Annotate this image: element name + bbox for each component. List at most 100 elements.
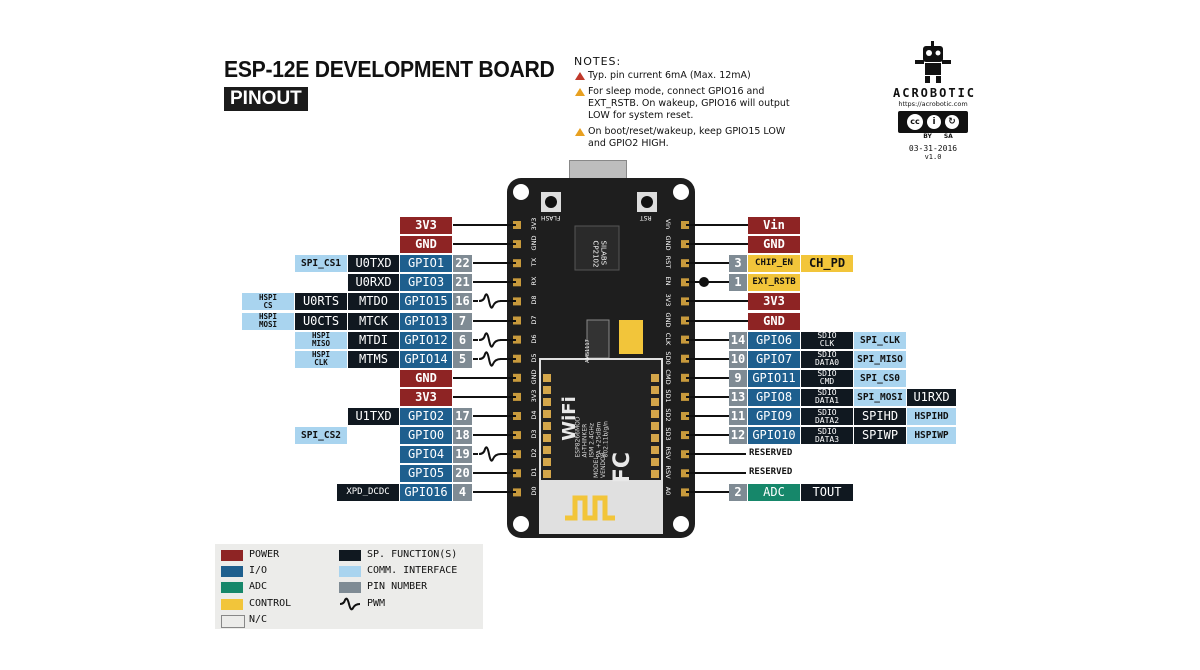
gpio-label: GPIO4 bbox=[400, 446, 452, 464]
pin-number: 16 bbox=[453, 293, 472, 311]
special-function-label: U0CTS bbox=[295, 312, 347, 330]
silk-label: D6 bbox=[530, 334, 538, 344]
silk-label: A0 bbox=[664, 487, 672, 496]
attribution-icon: i bbox=[927, 115, 941, 129]
pwm-icon bbox=[478, 293, 502, 310]
silk-label: RX bbox=[530, 276, 538, 286]
warning-icon bbox=[575, 88, 585, 96]
legend-label: COMM. INTERFACE bbox=[367, 565, 458, 577]
header-pin bbox=[681, 431, 689, 440]
pin-line bbox=[500, 357, 516, 360]
silk-label: D1 bbox=[530, 467, 538, 477]
diagram-title: ESP-12E DEVELOPMENT BOARD bbox=[224, 56, 555, 82]
gpio-label: GPIO12 bbox=[400, 331, 452, 349]
legend-label: I/O bbox=[249, 565, 268, 577]
header-pin bbox=[513, 469, 521, 478]
special-function-label: U1TXD bbox=[348, 408, 399, 425]
notes-heading: NOTES: bbox=[574, 55, 622, 68]
module-pad bbox=[543, 422, 551, 430]
module-pad bbox=[543, 398, 551, 406]
license-by: BY bbox=[923, 133, 932, 140]
silk-label: SD1 bbox=[664, 389, 672, 403]
brand-url: https://acrobotic.com bbox=[898, 100, 968, 108]
special-function-label: MTDO bbox=[348, 293, 399, 311]
legend-label: POWER bbox=[249, 549, 280, 560]
silk-label: GND bbox=[664, 235, 672, 251]
silk-label: RSV bbox=[664, 465, 672, 479]
legend-swatch bbox=[221, 598, 243, 610]
pin-number: 4 bbox=[453, 484, 472, 502]
pin-number: 7 bbox=[453, 312, 472, 330]
silk-label: GND bbox=[664, 312, 672, 327]
flash-button-label: FLASH bbox=[541, 214, 561, 221]
pin-line bbox=[473, 357, 478, 360]
pin-line bbox=[473, 319, 516, 322]
power-label: GND bbox=[400, 369, 452, 387]
module-pad bbox=[543, 410, 551, 418]
special-function-label: MTMS bbox=[348, 350, 399, 368]
power-label: 3V3 bbox=[748, 293, 800, 311]
module-pad bbox=[651, 398, 659, 406]
pin-line bbox=[686, 376, 729, 379]
legend-swatch bbox=[339, 582, 361, 594]
acrobotic-logo: ACROBOTIC https://acrobotic.com cc i ↻ B… bbox=[893, 40, 974, 161]
legend-swatch bbox=[221, 550, 243, 561]
special-function-label: SPIWP bbox=[854, 427, 906, 445]
special-function-label: MTDI bbox=[348, 331, 399, 349]
silk-label: 3V3 bbox=[530, 217, 538, 231]
legend-swatch bbox=[221, 614, 245, 628]
header-pin bbox=[513, 221, 521, 229]
special-function-label: U0RXD bbox=[348, 274, 399, 292]
legend-label: SP. FUNCTION(S) bbox=[367, 549, 458, 560]
header-pin bbox=[681, 450, 689, 459]
pin-line bbox=[686, 395, 729, 398]
pin-line bbox=[473, 434, 516, 437]
gpio-label: GPIO0 bbox=[400, 427, 452, 445]
legend-label: N/C bbox=[249, 613, 268, 625]
power-label: 3V3 bbox=[400, 388, 452, 406]
pin-number: 5 bbox=[453, 350, 472, 368]
pin-number: 20 bbox=[453, 465, 472, 483]
license-sa: SA bbox=[943, 133, 953, 140]
module-pad bbox=[543, 434, 551, 442]
pin-line bbox=[453, 224, 516, 226]
header-pin bbox=[681, 354, 689, 363]
pin-line bbox=[500, 338, 516, 341]
notes-panel: NOTES: Typ. pin current 6mA (Max. 12mA) … bbox=[574, 56, 804, 154]
pin-number: 13 bbox=[729, 388, 747, 406]
header-pin bbox=[513, 316, 521, 325]
pin-number: 6 bbox=[453, 331, 472, 349]
comm-interface-label: SPI_CS1 bbox=[295, 255, 347, 273]
silk-label: RSV bbox=[664, 446, 672, 460]
module-pad bbox=[543, 470, 551, 478]
header-pin bbox=[513, 335, 521, 344]
silk-label: EN bbox=[664, 276, 672, 286]
gpio-label: GPIO6 bbox=[748, 331, 800, 349]
pin-line bbox=[686, 224, 748, 226]
pin-line bbox=[686, 262, 729, 265]
pwm-icon bbox=[339, 597, 361, 610]
header-pin bbox=[681, 316, 689, 325]
pin-number: 17 bbox=[453, 408, 472, 425]
header-pin bbox=[681, 259, 689, 268]
pin-number: 10 bbox=[729, 350, 747, 368]
module-pad bbox=[651, 446, 659, 454]
comm-interface-label: HSPIWP bbox=[907, 427, 956, 445]
gpio-label: GPIO9 bbox=[748, 408, 800, 425]
legend-label: PIN NUMBER bbox=[367, 581, 428, 593]
power-label: Vin bbox=[748, 217, 800, 234]
gpio-label: GPIO3 bbox=[400, 274, 452, 292]
pin-number: 14 bbox=[729, 331, 747, 349]
header-pin bbox=[681, 221, 689, 229]
pin-line bbox=[686, 434, 729, 437]
special-function-label: U0TXD bbox=[348, 255, 399, 273]
pin-line bbox=[473, 262, 516, 265]
pin-number: 2 bbox=[729, 484, 747, 502]
